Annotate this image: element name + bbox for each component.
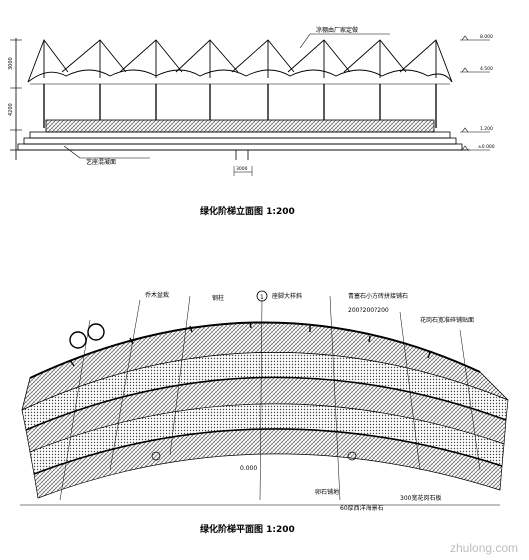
label-step-edge: 300宽花岗石板 (400, 494, 441, 502)
label-canopy-note: 凉棚由厂家定做 (316, 26, 358, 34)
level-bench: 1.200 (480, 126, 493, 132)
label-railing: 钢柱 (212, 294, 224, 302)
section-marker-number: 1 (260, 294, 264, 301)
label-stone-b: 花岗石宽准碎铺贴面 (420, 316, 474, 324)
label-bottom-note: 60厚西洋海景石 (340, 504, 384, 512)
level-top: 8.000 (480, 34, 493, 40)
dim-left-lower: 4200 (8, 103, 14, 116)
label-tree: 乔木盆栽 (145, 291, 169, 299)
elevation-title: 绿化阶梯立面图 1:200 (200, 205, 295, 217)
label-stone-a-size: 200?200?200 (348, 307, 389, 314)
dim-bottom: 3000 (236, 166, 248, 172)
tree-planter-2 (87, 323, 105, 341)
plan-drawing: 1 乔木盆栽 钢柱 座脚大样斜 青塞石小方砖拼接铺石 200?200?200 花… (20, 290, 509, 512)
label-curb: 卵石铺地 (315, 488, 339, 496)
level-marks-right (460, 35, 490, 151)
tree-planter-1 (69, 331, 87, 349)
watermark: zhulong.com (450, 541, 518, 555)
label-ground-finish: 艺座混凝面 (86, 158, 116, 166)
label-level: 0.000 (240, 465, 257, 472)
label-gate: 座脚大样斜 (272, 292, 302, 300)
elevation-drawing: 3000 4200 (8, 26, 495, 176)
label-stone-a: 青塞石小方砖拼接铺石 (348, 292, 408, 300)
dim-left-upper: 3000 (8, 57, 14, 70)
bench-band (45, 119, 435, 133)
plan-title: 绿化阶梯平面图 1:200 (200, 523, 295, 535)
level-eave: 4.500 (480, 66, 493, 72)
plan-radials (59, 295, 481, 501)
section-marker (256, 290, 268, 302)
elevation-steps (10, 131, 470, 160)
canopy-roof (27, 39, 453, 85)
level-ground: ±0.000 (478, 144, 495, 150)
